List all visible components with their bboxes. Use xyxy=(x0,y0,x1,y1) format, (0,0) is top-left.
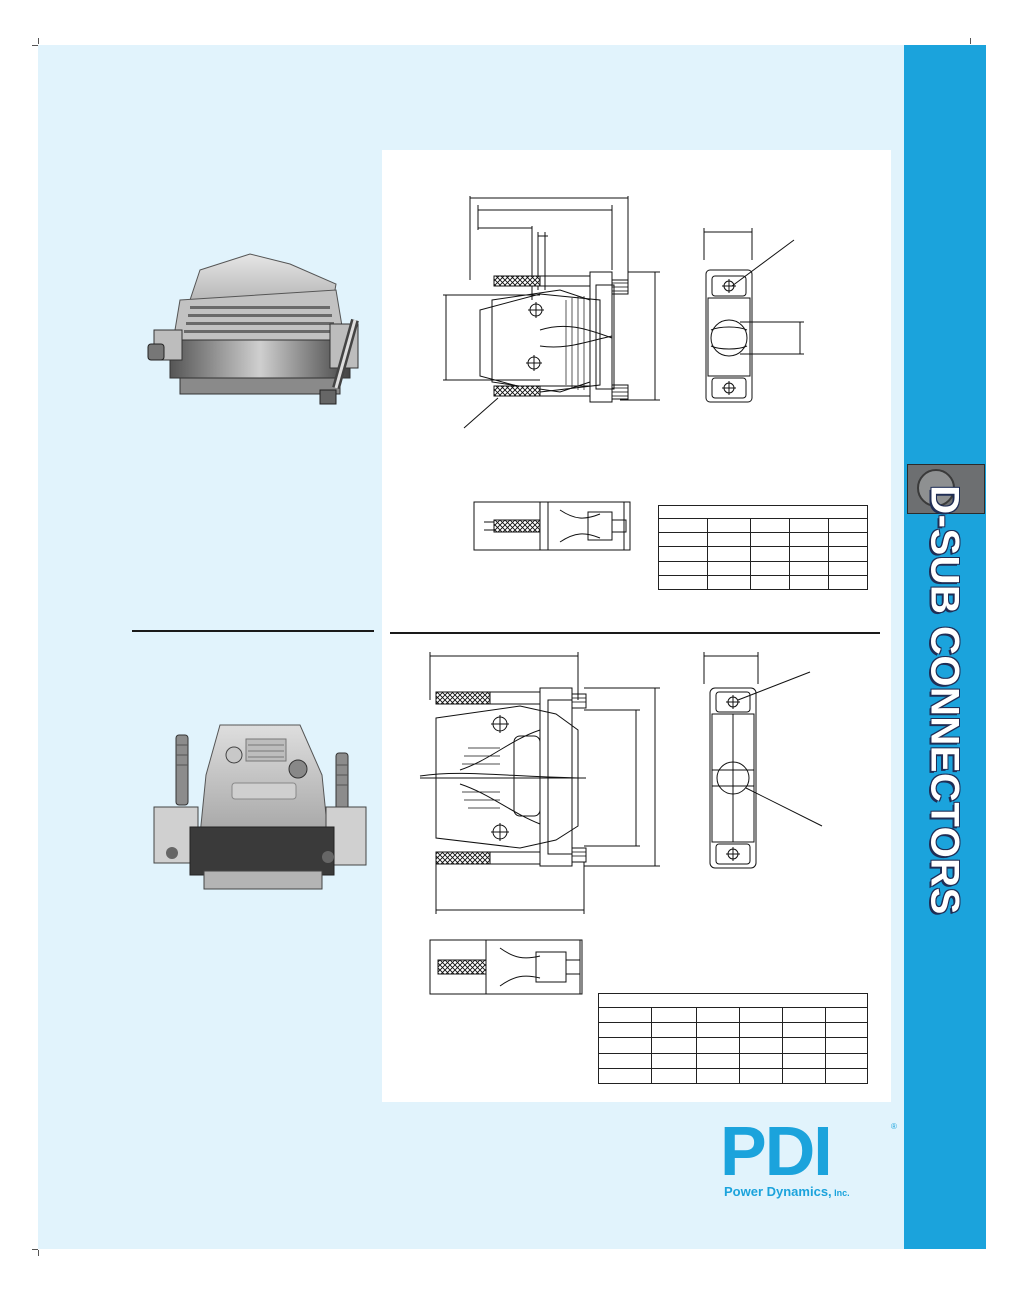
product-photo-plastic-hood xyxy=(153,724,367,890)
upper-spec-table xyxy=(658,505,868,591)
table-row xyxy=(598,1052,868,1069)
sidebar-tab-marker xyxy=(907,464,985,514)
crop-mark xyxy=(38,1250,39,1256)
lower-spec-table xyxy=(598,993,868,1085)
company-name: Power Dynamics, Inc. xyxy=(724,1184,850,1199)
product-photo-metal-hood xyxy=(147,253,359,405)
section-divider-right xyxy=(390,632,880,634)
company-logo-mark: PDI xyxy=(720,1112,833,1190)
table-header-row xyxy=(598,993,868,1008)
table-row xyxy=(598,1022,868,1039)
section-divider-left xyxy=(132,630,374,632)
sidebar-band xyxy=(904,45,986,1249)
crop-mark xyxy=(38,38,39,44)
tab-circle-icon xyxy=(917,469,955,507)
table-row xyxy=(658,574,868,591)
crop-mark xyxy=(32,1249,38,1250)
crop-mark xyxy=(32,45,38,46)
table-row xyxy=(658,532,868,548)
company-suffix: Inc. xyxy=(831,1188,850,1198)
drawing-panel xyxy=(382,150,891,1102)
registered-mark: ® xyxy=(891,1122,897,1131)
table-row xyxy=(658,546,868,562)
table-row xyxy=(598,1006,868,1024)
table-row xyxy=(658,517,868,534)
company-name-text: Power Dynamics, xyxy=(724,1184,832,1199)
table-row xyxy=(598,1067,868,1085)
table-row xyxy=(598,1037,868,1054)
crop-mark xyxy=(970,38,971,44)
